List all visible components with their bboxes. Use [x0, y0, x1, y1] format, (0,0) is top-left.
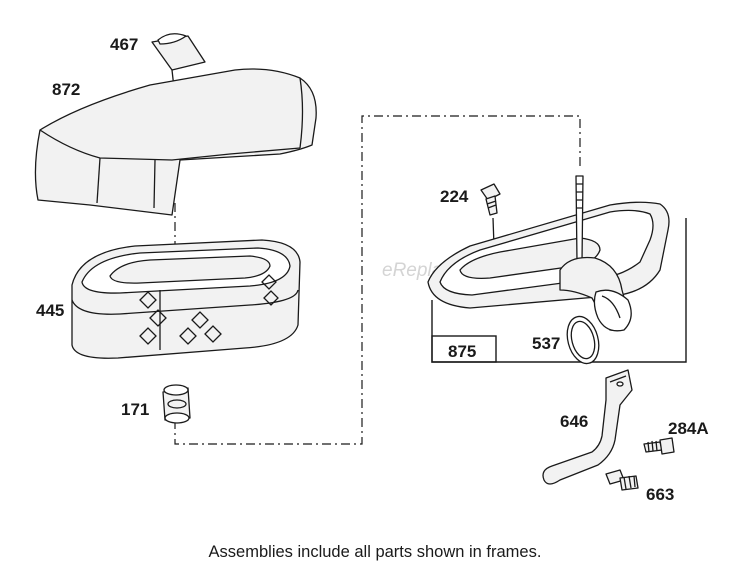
- screw-663: [605, 469, 639, 491]
- base-875: [427, 175, 670, 332]
- cover-872: [34, 68, 317, 216]
- label-537: 537: [532, 334, 560, 353]
- label-445: 445: [36, 301, 64, 320]
- label-875: 875: [448, 342, 476, 361]
- label-467: 467: [110, 35, 138, 54]
- footnote: Assemblies include all parts shown in fr…: [209, 543, 542, 561]
- frame-875: [431, 218, 687, 363]
- label-663: 663: [646, 485, 674, 504]
- air-filter-445: [71, 239, 301, 359]
- label-872: 872: [52, 80, 80, 99]
- o-ring-537: [566, 315, 600, 365]
- label-171: 171: [121, 400, 149, 419]
- bracket-646: [542, 369, 633, 485]
- label-646: 646: [560, 412, 588, 431]
- screw-284a: [643, 437, 675, 455]
- grommet-171: [162, 384, 191, 424]
- label-224: 224: [440, 187, 469, 206]
- label-284a: 284A: [668, 419, 709, 438]
